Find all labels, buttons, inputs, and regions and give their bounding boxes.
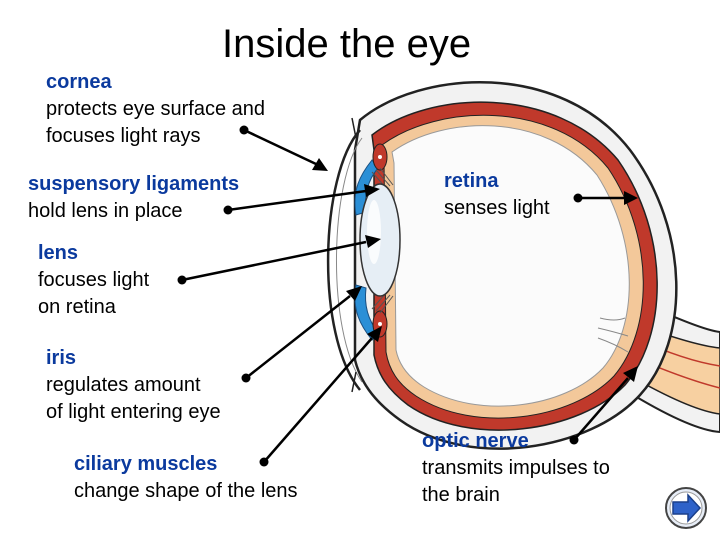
ciliary-dot-upper xyxy=(378,155,382,159)
cornea-pointer-line xyxy=(243,128,317,166)
ligament-u2 xyxy=(375,169,391,187)
nerve-fibres-c xyxy=(597,337,629,353)
cornea-desc-line-2: focuses light rays xyxy=(46,125,201,147)
ciliary-pointer-head xyxy=(367,326,382,342)
lens-pointer-line xyxy=(181,240,367,282)
retina-pointer-head xyxy=(624,191,638,205)
lens-label: lens focuses light on retina xyxy=(38,240,149,321)
lens-pointer-head xyxy=(365,235,381,248)
next-arrow-icon xyxy=(665,487,707,529)
iris-pointer-line xyxy=(245,295,351,379)
iris-desc-line-2: of light entering eye xyxy=(46,401,221,423)
suspensory-pointer-head xyxy=(364,184,380,197)
optic-nerve-term: optic nerve xyxy=(422,430,529,452)
optic-pointer-head xyxy=(623,366,638,382)
suspensory-ligaments-desc-line-1: hold lens in place xyxy=(28,200,183,222)
ciliary-muscles-term: ciliary muscles xyxy=(74,453,218,475)
retina-label: retina senses light xyxy=(444,168,550,222)
ligament-u3 xyxy=(379,167,394,186)
optic-nerve-desc-line-2: the brain xyxy=(422,484,500,506)
lens-highlight xyxy=(367,200,381,264)
ligament-l3 xyxy=(379,295,394,314)
suspensory-pointer-line xyxy=(227,189,367,212)
ciliary-muscles-desc-line-1: change shape of the lens xyxy=(74,480,298,502)
pointer-arrows xyxy=(177,125,638,467)
optic-nerve-desc-line-1: transmits impulses to xyxy=(422,457,610,479)
cornea-inner xyxy=(336,137,363,383)
iris-desc-line-1: regulates amount xyxy=(46,374,201,396)
slide-title: Inside the eye xyxy=(222,22,472,66)
ciliary-muscles-label: ciliary muscles change shape of the lens xyxy=(74,451,298,505)
suspensory-ligaments-label: suspensory ligaments hold lens in place xyxy=(28,171,239,225)
iris-term: iris xyxy=(46,347,77,369)
nerve-fibres-a xyxy=(599,317,626,321)
cornea-label: cornea protects eye surface and focuses … xyxy=(46,69,265,150)
cornea-term: cornea xyxy=(46,71,112,93)
lens-desc-line-1: focuses light xyxy=(38,269,150,291)
nerve-fibres-b xyxy=(597,327,629,337)
next-slide-button[interactable] xyxy=(664,486,708,530)
optic-nerve-label: optic nerve transmits impulses to the br… xyxy=(422,428,610,509)
lens-term: lens xyxy=(38,242,79,264)
vitreous-body xyxy=(391,125,630,407)
cornea-desc-line-1: protects eye surface and xyxy=(46,98,266,120)
ciliary-dot-lower xyxy=(378,322,382,326)
ciliary-pointer-line xyxy=(263,337,373,463)
cornea-tick-a xyxy=(351,117,357,139)
cornea-tick-b xyxy=(351,371,357,393)
iris-label: iris regulates amount of light entering … xyxy=(46,345,221,426)
retina-term: retina xyxy=(444,170,499,192)
optic-pointer-line xyxy=(573,377,629,441)
lens-desc-line-2: on retina xyxy=(38,296,116,318)
cornea-pointer-head xyxy=(312,158,328,171)
retina-desc-line-1: senses light xyxy=(444,197,550,219)
iris-pointer-head xyxy=(346,286,362,301)
suspensory-ligaments-term: suspensory ligaments xyxy=(28,173,240,195)
cornea-shape xyxy=(326,129,361,391)
ligament-l2 xyxy=(375,294,391,312)
